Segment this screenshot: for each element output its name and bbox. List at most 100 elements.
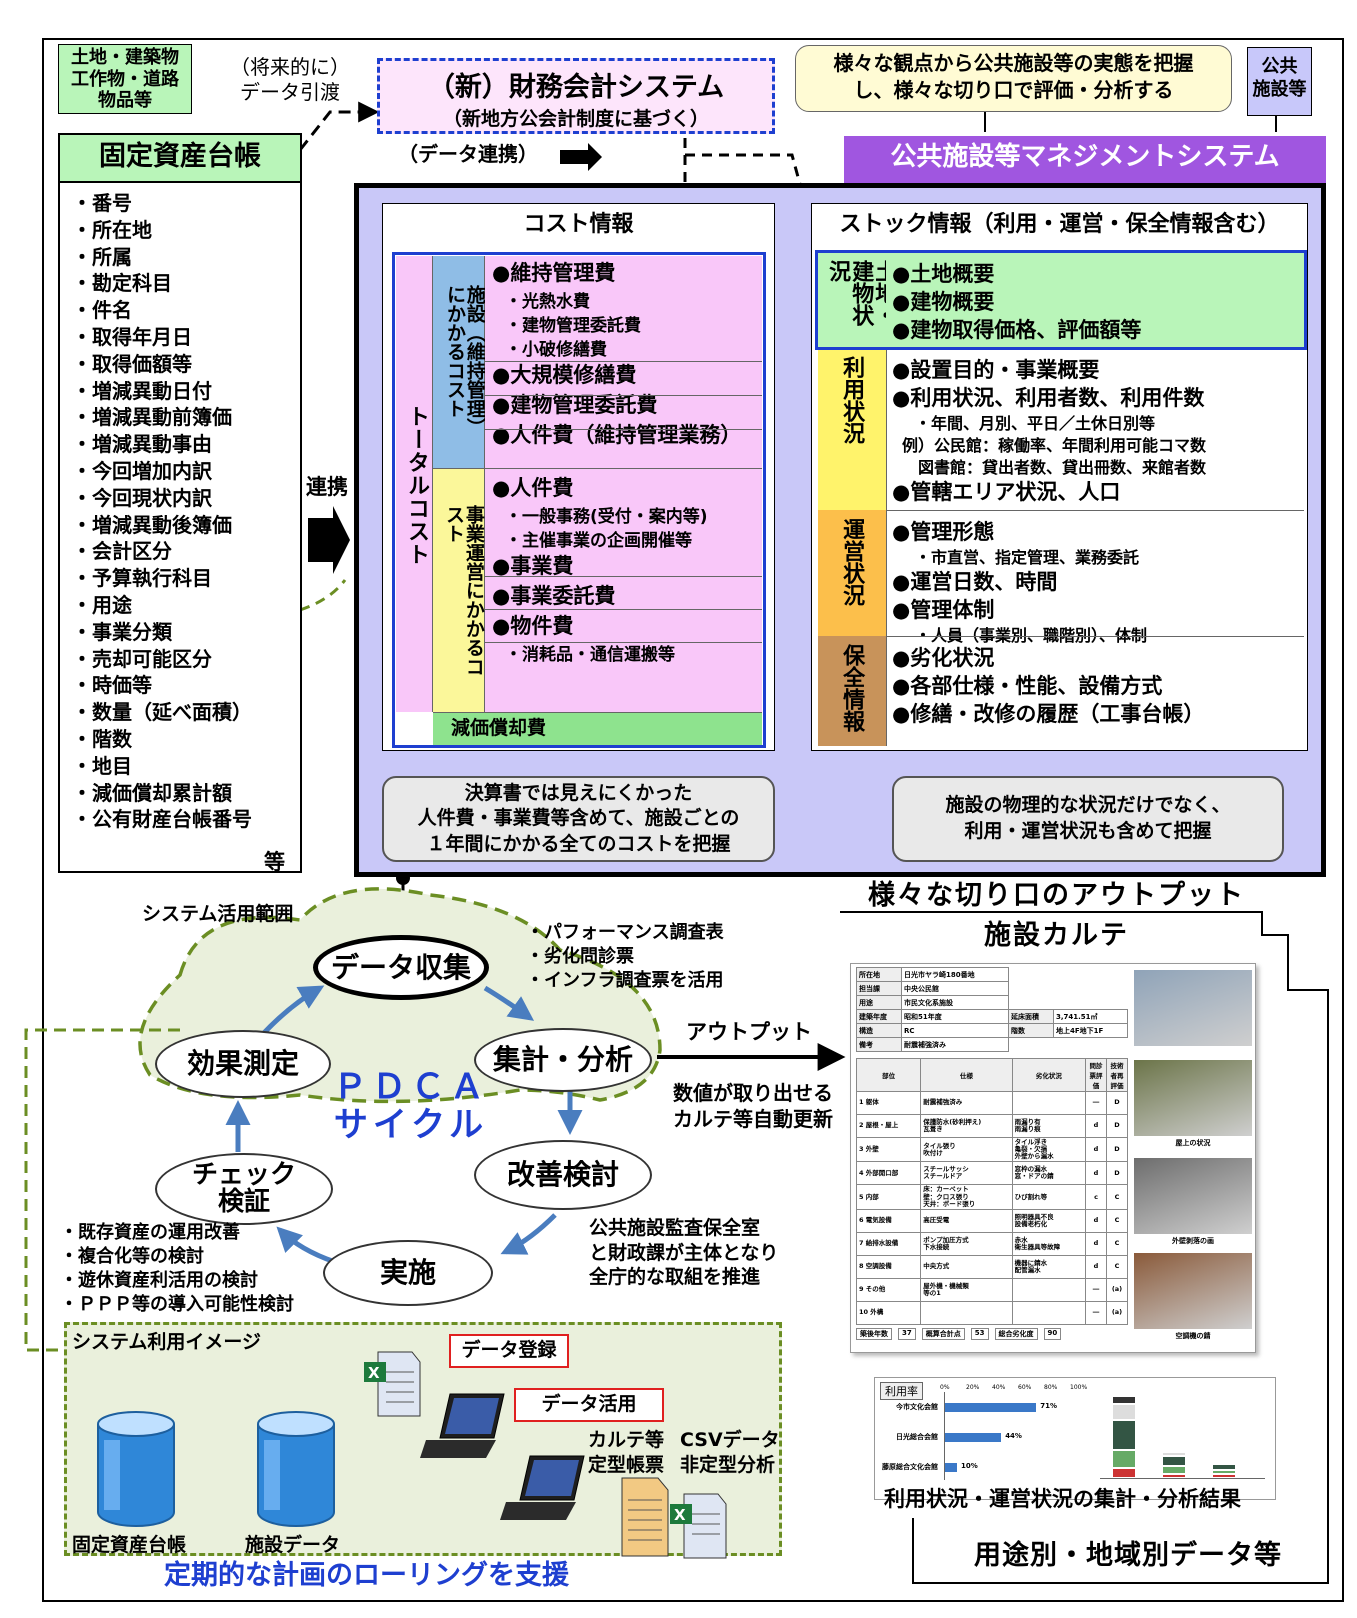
stacked-bar-segment — [1162, 1466, 1186, 1474]
laptop-icon-register — [420, 1390, 510, 1462]
stock-item: ●各部仕様・性能、設備方式 — [892, 674, 1163, 698]
cost-item: ●維持管理費 — [492, 261, 616, 285]
usage-chart-panel — [874, 1377, 1276, 1500]
stock-item: ・人員（事業別、職階別）、体制 — [915, 626, 1148, 645]
chart-tick: 100% — [1070, 1384, 1088, 1391]
karte-cell: タイル張り 吹付け — [920, 1136, 1013, 1163]
stock-section-label: 運営状況 — [839, 518, 865, 606]
ledger-item: ・時価等 — [72, 673, 152, 698]
cost-item: ●大規模修繕費 — [492, 363, 637, 387]
usage-chart-caption: 利用状況・運営状況の集計・分析結果 — [884, 1487, 1241, 1511]
evaluation-callout: 様々な観点から公共施設等の実態を把握 し、様々な切り口で評価・分析する — [795, 45, 1232, 112]
karte-cell: D — [1106, 1114, 1128, 1138]
stock-item: ●建物取得価格、評価額等 — [892, 318, 1142, 342]
stock-section-bg — [886, 252, 1304, 348]
ledger-item: ・数量（延べ面積） — [72, 700, 252, 725]
karte-cell — [1011, 1091, 1087, 1115]
node-improvement: 改善検討 — [474, 1140, 652, 1210]
ledger-item: ・減価償却累計額 — [72, 780, 232, 805]
ledger-etc: 等 — [264, 850, 285, 874]
stock-item: ・市直営、指定管理、業務委託 — [915, 548, 1140, 567]
node-aggregate-analyze: 集計・分析 — [474, 1028, 652, 1092]
db-ledger-label: 固定資産台帳 — [72, 1534, 187, 1556]
cost-info-header: コスト情報 — [523, 212, 634, 237]
cost-item: ・消耗品・通信運搬等 — [505, 645, 675, 665]
karte-cell: 8 空調設備 — [855, 1254, 922, 1279]
karte-photo-caption: 外壁剥落の画 — [1172, 1237, 1214, 1245]
stock-blue-frame — [815, 250, 1307, 350]
ledger-item: ・地目 — [72, 753, 132, 778]
stock-section-label: 利用状況 — [839, 356, 865, 444]
karte-cell — [1011, 1300, 1087, 1325]
stock-section-label: 保全情報 — [839, 644, 865, 732]
management-system-title: 公共施設等マネジメントシステム — [844, 136, 1326, 183]
stacked-bar-segment — [1112, 1396, 1136, 1404]
report-document-icon — [618, 1474, 672, 1560]
ledger-item: ・事業分類 — [72, 619, 172, 644]
stacked-bar-segment — [1162, 1456, 1186, 1466]
cost-item: ・一般事務(受付・案内等) — [505, 507, 708, 527]
stock-label-cell — [818, 252, 887, 348]
stock-label-cell — [818, 348, 887, 510]
ledger-item: ・勘定科目 — [72, 271, 172, 296]
karte-cell: スチールサッシ スチールドア — [920, 1161, 1013, 1186]
finance-system-title: （新）財務会計システム — [427, 72, 725, 103]
chart-bar-value: 10% — [961, 1462, 978, 1470]
chart-label: 利用率 — [880, 1382, 923, 1400]
stock-section-row — [818, 636, 1304, 746]
stock-label-cell — [818, 636, 887, 746]
karte-cell: ひび割れ等 — [1011, 1184, 1087, 1210]
finance-system-subtitle: （新地方公会計制度に基づく） — [442, 108, 709, 130]
karte-info-cell: 市民文化系施設 — [901, 995, 1009, 1010]
karte-cell: 4 外部開口部 — [855, 1161, 922, 1186]
ledger-item: ・階数 — [72, 727, 132, 751]
stock-item: ●管轄エリア状況、人口 — [892, 480, 1121, 504]
node-implement: 実施 — [323, 1240, 493, 1306]
chart-bar-label: 日光総合会館 — [896, 1433, 938, 1441]
karte-col-header: 問診票評価 — [1085, 1058, 1107, 1092]
karte-cell: 雨漏り有 雨漏り痕 — [1011, 1114, 1087, 1138]
ledger-item: ・取得価額等 — [72, 351, 192, 376]
ledger-item: ・増減異動後簿価 — [72, 512, 232, 537]
karte-cell — [1011, 1277, 1087, 1302]
cost-item: ・建物管理委託費 — [505, 316, 641, 336]
stacked-bar-segment — [1112, 1404, 1136, 1420]
karte-title: 施設カルテ — [984, 920, 1129, 951]
karte-info-cell: 延床面積 — [1007, 1009, 1054, 1024]
stock-item: ●土地概要 — [892, 262, 995, 286]
karte-info-cell: 所在地 — [856, 967, 902, 982]
chart-tick: 40% — [992, 1384, 1006, 1391]
stacked-bar-segment — [1212, 1474, 1236, 1478]
cost-separator — [485, 609, 762, 610]
ledger-item: ・件名 — [72, 298, 132, 323]
chart-bar — [944, 1433, 1002, 1442]
output-label: アウトプット — [686, 1020, 812, 1044]
svg-text:X: X — [674, 1506, 686, 1524]
system-scope-label: システム活用範囲 — [142, 903, 294, 925]
data-register-callout: データ登録 — [449, 1334, 569, 1368]
karte-footer-cell: 総合劣化度 — [994, 1327, 1038, 1340]
karte-cell: ― — [1085, 1277, 1107, 1302]
ledger-item: ・増減異動前簿価 — [72, 405, 232, 430]
node-check: チェック 検証 — [155, 1153, 333, 1225]
karte-cell: 保護防水(砂利押え) 瓦葺き — [920, 1114, 1013, 1138]
karte-cell: (a) — [1106, 1277, 1128, 1302]
karte-photo — [1134, 1060, 1252, 1136]
karte-cell: d — [1085, 1254, 1107, 1279]
cost-separator — [485, 429, 762, 430]
karte-cell: 耐震補強済み — [920, 1091, 1013, 1115]
asset-types-box: 土地・建築物 工作物・道路 物品等 — [58, 44, 192, 114]
stock-label-cell — [818, 510, 887, 636]
cost-item: ・小破修繕費 — [505, 340, 607, 360]
cost-item: ●物件費 — [492, 614, 574, 638]
karte-cell: 機器に錆水 配管漏水 — [1011, 1254, 1087, 1279]
cost-divider — [433, 468, 762, 469]
karte-cell: 9 その他 — [855, 1277, 922, 1302]
ledger-item: ・所属 — [72, 244, 132, 269]
cost-separator — [485, 642, 762, 643]
data-use-callout: データ活用 — [514, 1388, 664, 1422]
ledger-item: ・会計区分 — [72, 539, 172, 564]
stacked-bar-segment — [1212, 1464, 1236, 1470]
ledger-item: ・今回現状内訳 — [72, 485, 212, 510]
